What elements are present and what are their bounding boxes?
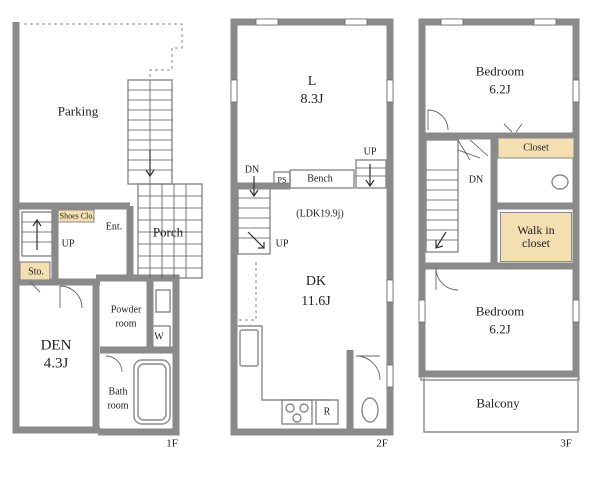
balcony-rail: [423, 378, 579, 433]
toilet-3f: [551, 174, 569, 190]
toilet-2f: [361, 397, 379, 423]
powder-room-label-2: room: [115, 318, 137, 330]
stair-up-label-2f-right: UP: [363, 146, 377, 158]
wc-door: [355, 355, 381, 381]
stair-2f-right: [355, 159, 387, 189]
shoes-closet-fill: [57, 209, 95, 223]
walk-in-closet-label: Walk in closet: [517, 222, 555, 250]
wall-2f-outer: [230, 18, 394, 436]
parking-label: Parking: [57, 103, 99, 119]
refrigerator-label: R: [323, 406, 331, 418]
porch-tile: [137, 183, 203, 279]
bed2-door: [435, 267, 459, 291]
wall-1f-wet-area: [96, 274, 180, 436]
stair-dn-label-2f: DN: [244, 164, 260, 176]
bedroom1-size: 6.2J: [489, 81, 511, 97]
ps-label: PS: [277, 175, 287, 185]
kitchen-dash: [238, 262, 257, 321]
bench-rect: [289, 169, 355, 189]
floor-tag-3f: 3F: [560, 437, 572, 450]
stair-2f-left: [237, 176, 271, 255]
living-name: L: [307, 73, 317, 89]
floor-tag-2f: 2F: [376, 437, 388, 450]
floor-3f: [418, 18, 580, 433]
closet-label: Closet: [523, 142, 549, 154]
floor-1f: [12, 22, 203, 436]
floor-tag-1f: 1F: [166, 437, 178, 450]
bedroom2-size: 6.2J: [489, 321, 511, 337]
storage-fill: [19, 261, 51, 281]
den-door: [59, 285, 83, 309]
floor-2f: [230, 18, 394, 436]
bedroom1-name: Bedroom: [475, 63, 525, 79]
stair-dn-label-3f: DN: [468, 174, 484, 186]
fridge-box: [315, 399, 339, 425]
closet-fill: [497, 137, 575, 159]
entrance-label: Ent.: [105, 221, 123, 233]
storage-label: Sto.: [28, 266, 44, 278]
porch-label: Porch: [152, 224, 184, 240]
stair-1f: [21, 211, 53, 257]
stair-up-label-1f: UP: [61, 238, 75, 250]
bath-room-label-1: Bath: [108, 386, 128, 398]
cooktop: [281, 399, 313, 425]
balcony-label: Balcony: [476, 395, 520, 411]
ldk-total-label: (LDK19.9j): [296, 208, 344, 220]
exterior-stair: [127, 79, 173, 185]
dk-size: 11.6J: [301, 293, 331, 309]
wall-1f-left: [12, 22, 100, 434]
bedroom2-name: Bedroom: [475, 303, 525, 319]
kitchen-counter: [238, 325, 330, 401]
bench-label: Bench: [307, 173, 333, 185]
stair-3f: [425, 139, 489, 253]
living-size: 8.3J: [300, 91, 324, 107]
shoes-closet-label: Shoes Clo.: [59, 211, 95, 221]
closet-doors: [503, 123, 523, 133]
den-size: 4.3J: [43, 355, 69, 372]
washer-box: [147, 325, 171, 349]
den-name: DEN: [40, 337, 72, 354]
stair-up-label-2f-left: UP: [275, 238, 289, 250]
kitchen-sink: [239, 329, 259, 367]
washer-label: W: [154, 331, 164, 343]
parking-outline: [24, 23, 183, 80]
storage-door: [29, 281, 41, 293]
powder-room-label-1: Powder: [110, 304, 142, 316]
bathtub: [133, 359, 171, 425]
walk-in-closet: Walk in closet: [500, 212, 572, 262]
powder-sink: [155, 289, 171, 313]
wall-3f-outer: [418, 18, 580, 378]
dk-name: DK: [305, 273, 327, 289]
bath-door: [105, 355, 123, 373]
bath-room-label-2: room: [107, 400, 129, 412]
bed1-door: [427, 109, 449, 131]
